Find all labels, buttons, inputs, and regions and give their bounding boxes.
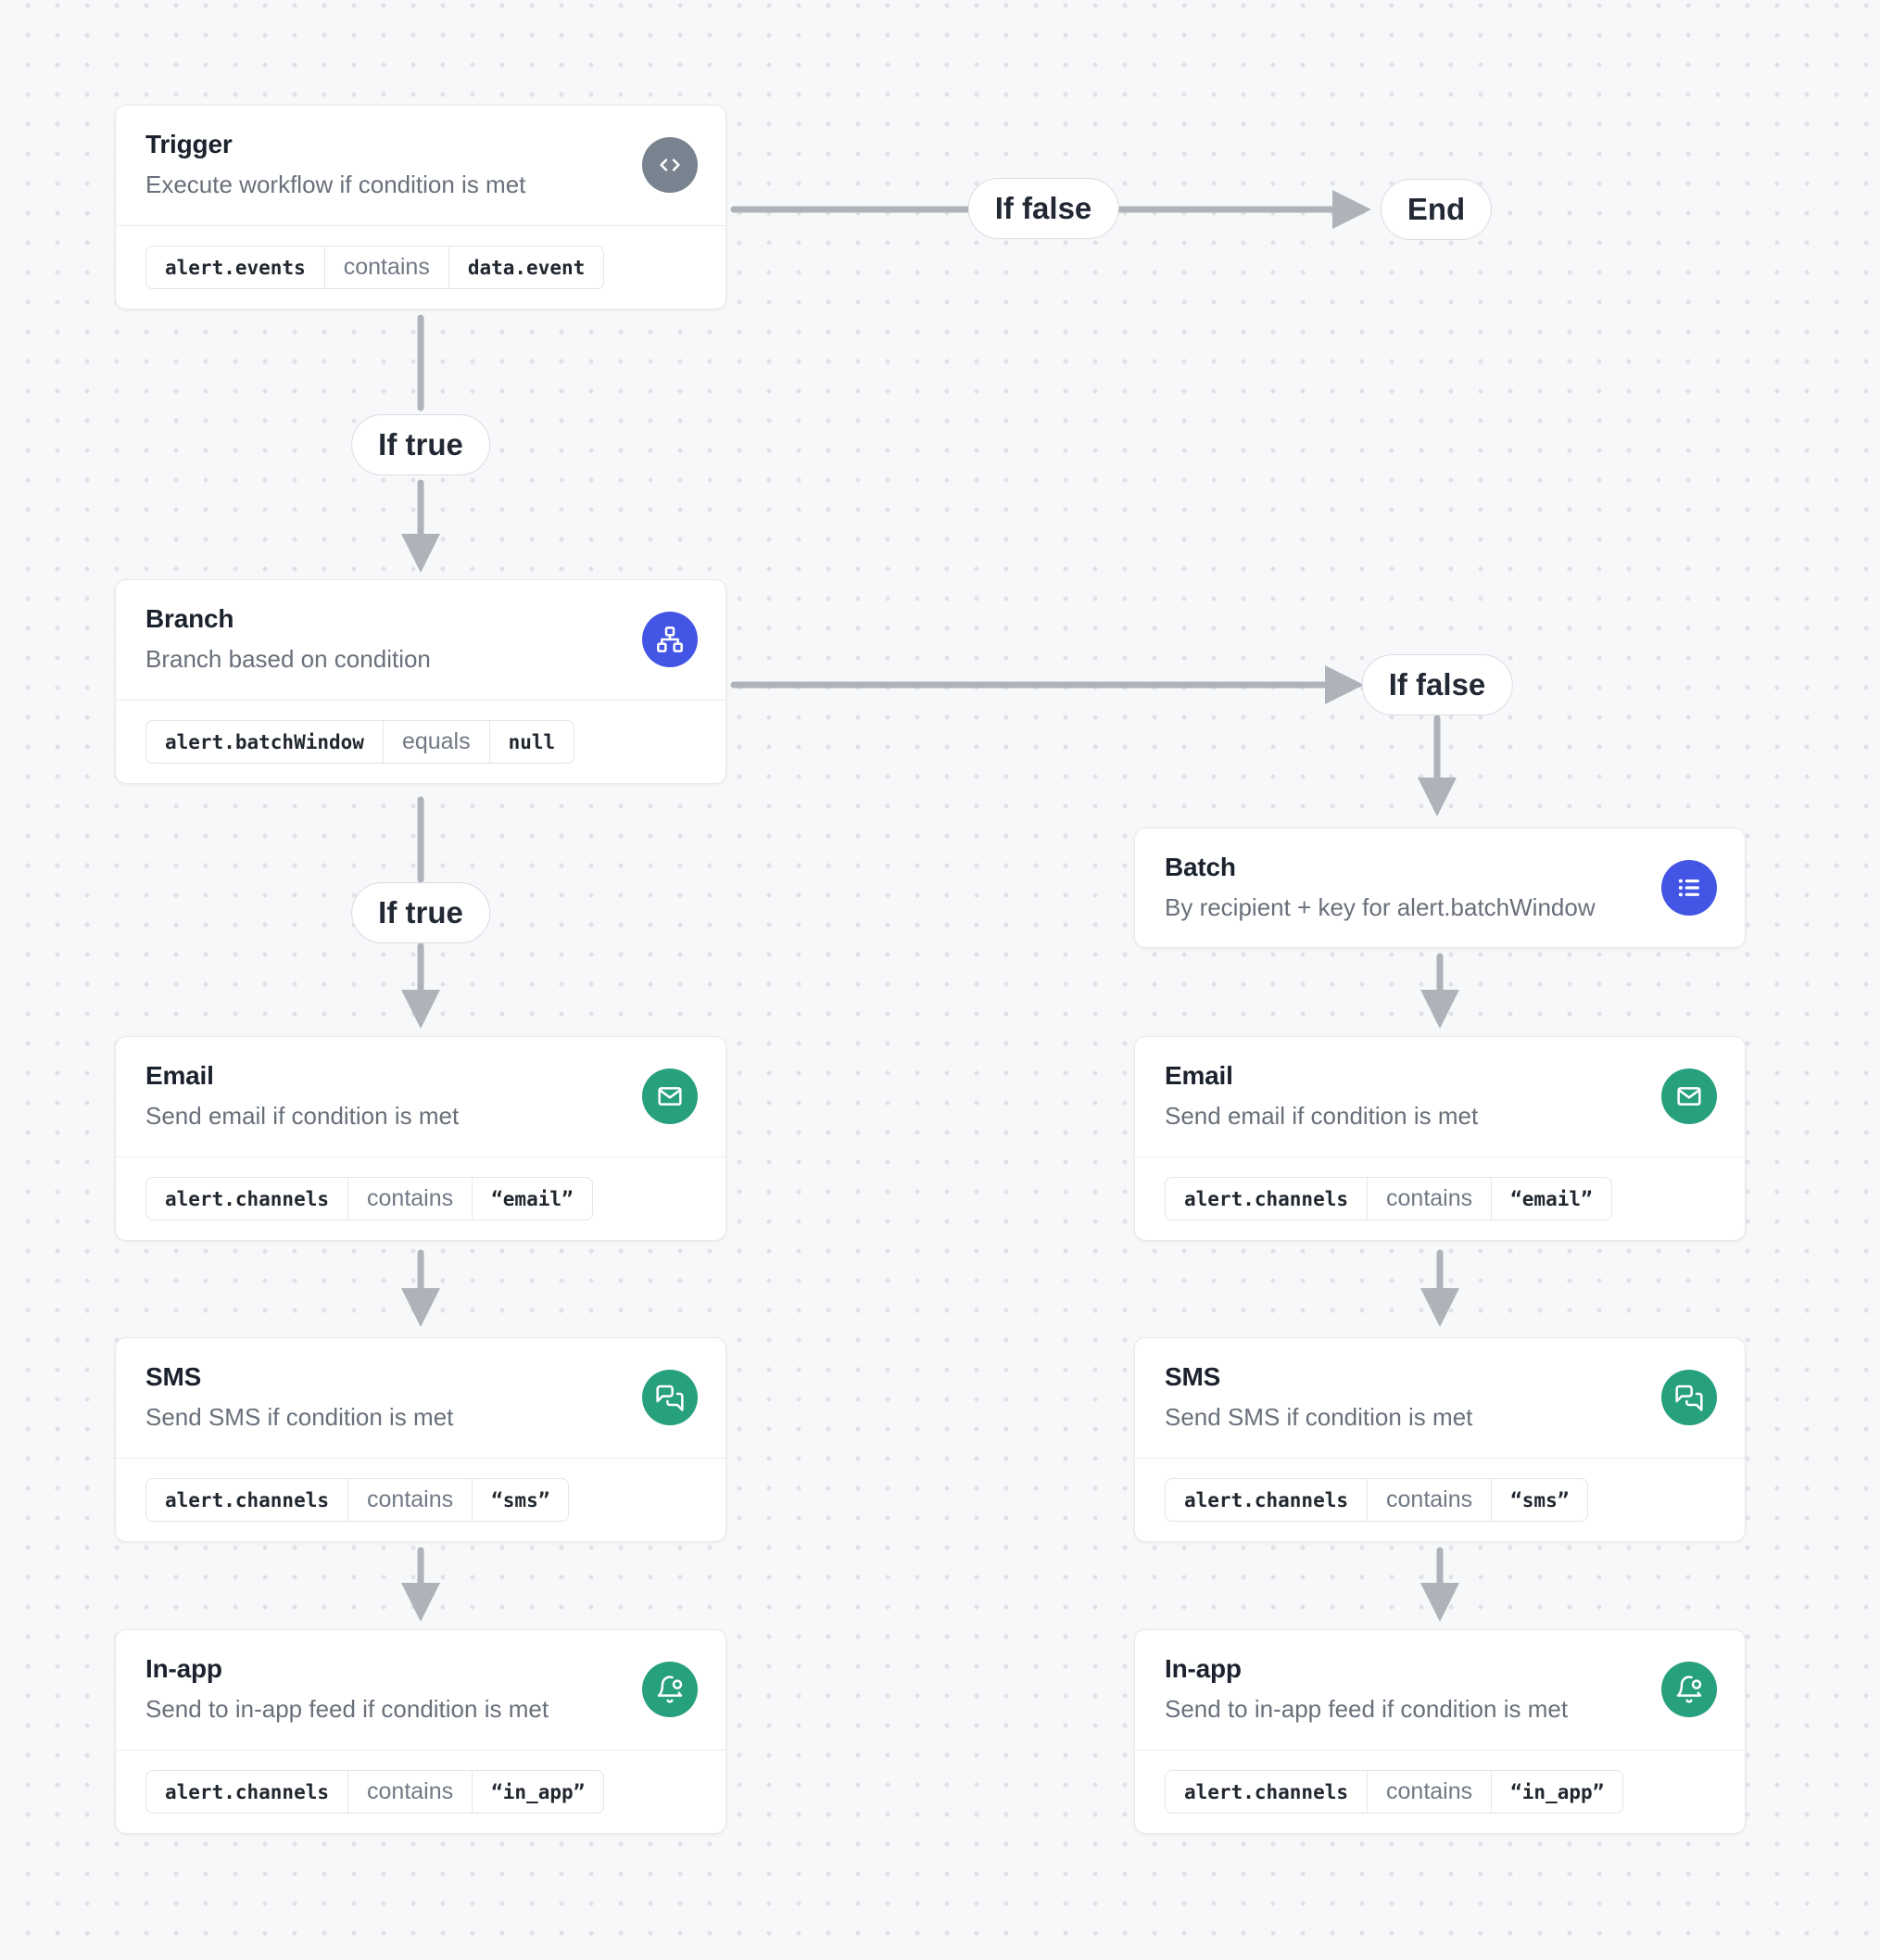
condition-chip: alert.channels contains “email”	[1165, 1177, 1612, 1220]
messages-icon	[1661, 1370, 1717, 1425]
arrowhead-inapp-false	[1420, 1583, 1459, 1622]
arrowhead-iffalse	[1325, 665, 1364, 704]
condition-value: “email”	[1510, 1187, 1593, 1210]
arrowhead-end	[1332, 190, 1371, 229]
bell-dot-icon	[1661, 1662, 1717, 1717]
node-inapp-false[interactable]: In-app Send to in-app feed if condition …	[1134, 1629, 1746, 1834]
bell-dot-icon	[642, 1662, 698, 1717]
node-subtitle: Send email if condition is met	[145, 1102, 460, 1130]
arrowhead-branch	[401, 534, 440, 573]
condition-chip: alert.batchWindow equals null	[145, 720, 575, 764]
edge-label-if-true-branch: If true	[351, 882, 490, 943]
node-subtitle: Send SMS if condition is met	[145, 1403, 454, 1431]
sitemap-icon	[642, 612, 698, 667]
condition-value: “sms”	[491, 1488, 550, 1511]
node-title: Batch	[1165, 853, 1236, 881]
condition-field: alert.events	[165, 256, 306, 279]
node-title: SMS	[1165, 1362, 1221, 1391]
node-trigger[interactable]: Trigger Execute workflow if condition is…	[115, 105, 726, 310]
node-subtitle: Send to in-app feed if condition is met	[1165, 1695, 1569, 1723]
list-icon	[1661, 860, 1717, 916]
arrowhead-sms-false	[1420, 1288, 1459, 1327]
node-email-false[interactable]: Email Send email if condition is met ale…	[1134, 1036, 1746, 1241]
node-title: Branch	[145, 604, 234, 633]
condition-field: alert.channels	[165, 1780, 330, 1803]
condition-chip: alert.channels contains “sms”	[145, 1478, 570, 1522]
node-title: Email	[145, 1061, 214, 1090]
condition-operator: contains	[1367, 1178, 1493, 1220]
condition-value: “in_app”	[1510, 1780, 1605, 1803]
node-subtitle: Execute workflow if condition is met	[145, 171, 526, 198]
arrowhead-email-false	[1420, 990, 1459, 1029]
node-title: Trigger	[145, 130, 233, 158]
condition-field: alert.channels	[165, 1488, 330, 1511]
node-batch[interactable]: Batch By recipient + key for alert.batch…	[1134, 828, 1746, 948]
condition-chip: alert.channels contains “email”	[145, 1177, 593, 1220]
edge-label-if-false-top: If false	[967, 178, 1119, 239]
node-title: Email	[1165, 1061, 1233, 1090]
condition-chip: alert.channels contains “in_app”	[1165, 1770, 1624, 1814]
condition-operator: contains	[1367, 1771, 1493, 1813]
condition-field: alert.channels	[1184, 1780, 1349, 1803]
node-title: In-app	[1165, 1654, 1242, 1683]
node-subtitle: Branch based on condition	[145, 645, 431, 673]
condition-value: data.event	[467, 256, 586, 279]
node-branch[interactable]: Branch Branch based on condition alert.b…	[115, 579, 726, 784]
mail-icon	[642, 1069, 698, 1124]
node-subtitle: Send to in-app feed if condition is met	[145, 1695, 549, 1723]
condition-operator: contains	[1367, 1479, 1493, 1521]
end-node: End	[1380, 179, 1493, 240]
node-sms-true[interactable]: SMS Send SMS if condition is met alert.c…	[115, 1337, 726, 1542]
arrowhead-inapp-true	[401, 1583, 440, 1622]
code-icon	[642, 137, 698, 193]
condition-field: alert.channels	[165, 1187, 330, 1210]
condition-value: “in_app”	[491, 1780, 586, 1803]
node-subtitle: Send email if condition is met	[1165, 1102, 1479, 1130]
edge-label-if-false-branch: If false	[1361, 654, 1513, 715]
node-sms-false[interactable]: SMS Send SMS if condition is met alert.c…	[1134, 1337, 1746, 1542]
arrowhead-email-true	[401, 990, 440, 1029]
condition-field: alert.channels	[1184, 1488, 1349, 1511]
condition-operator: contains	[347, 1479, 473, 1521]
node-subtitle: By recipient + key for alert.batchWindow	[1165, 893, 1596, 921]
condition-operator: contains	[347, 1178, 473, 1220]
condition-operator: contains	[347, 1771, 473, 1813]
edge-label-if-true-top: If true	[351, 414, 490, 475]
condition-chip: alert.events contains data.event	[145, 246, 605, 289]
condition-chip: alert.channels contains “in_app”	[145, 1770, 605, 1814]
arrowhead-sms-true	[401, 1288, 440, 1327]
condition-chip: alert.channels contains “sms”	[1165, 1478, 1589, 1522]
node-email-true[interactable]: Email Send email if condition is met ale…	[115, 1036, 726, 1241]
condition-operator: equals	[382, 721, 490, 763]
node-title: SMS	[145, 1362, 202, 1391]
condition-value: null	[508, 730, 556, 753]
messages-icon	[642, 1370, 698, 1425]
condition-field: alert.channels	[1184, 1187, 1349, 1210]
node-subtitle: Send SMS if condition is met	[1165, 1403, 1473, 1431]
node-title: In-app	[145, 1654, 222, 1683]
condition-value: “sms”	[1510, 1488, 1570, 1511]
condition-operator: contains	[323, 247, 449, 288]
arrowhead-batch	[1418, 778, 1457, 816]
node-inapp-true[interactable]: In-app Send to in-app feed if condition …	[115, 1629, 726, 1834]
condition-value: “email”	[491, 1187, 574, 1210]
condition-field: alert.batchWindow	[165, 730, 364, 753]
mail-icon	[1661, 1069, 1717, 1124]
